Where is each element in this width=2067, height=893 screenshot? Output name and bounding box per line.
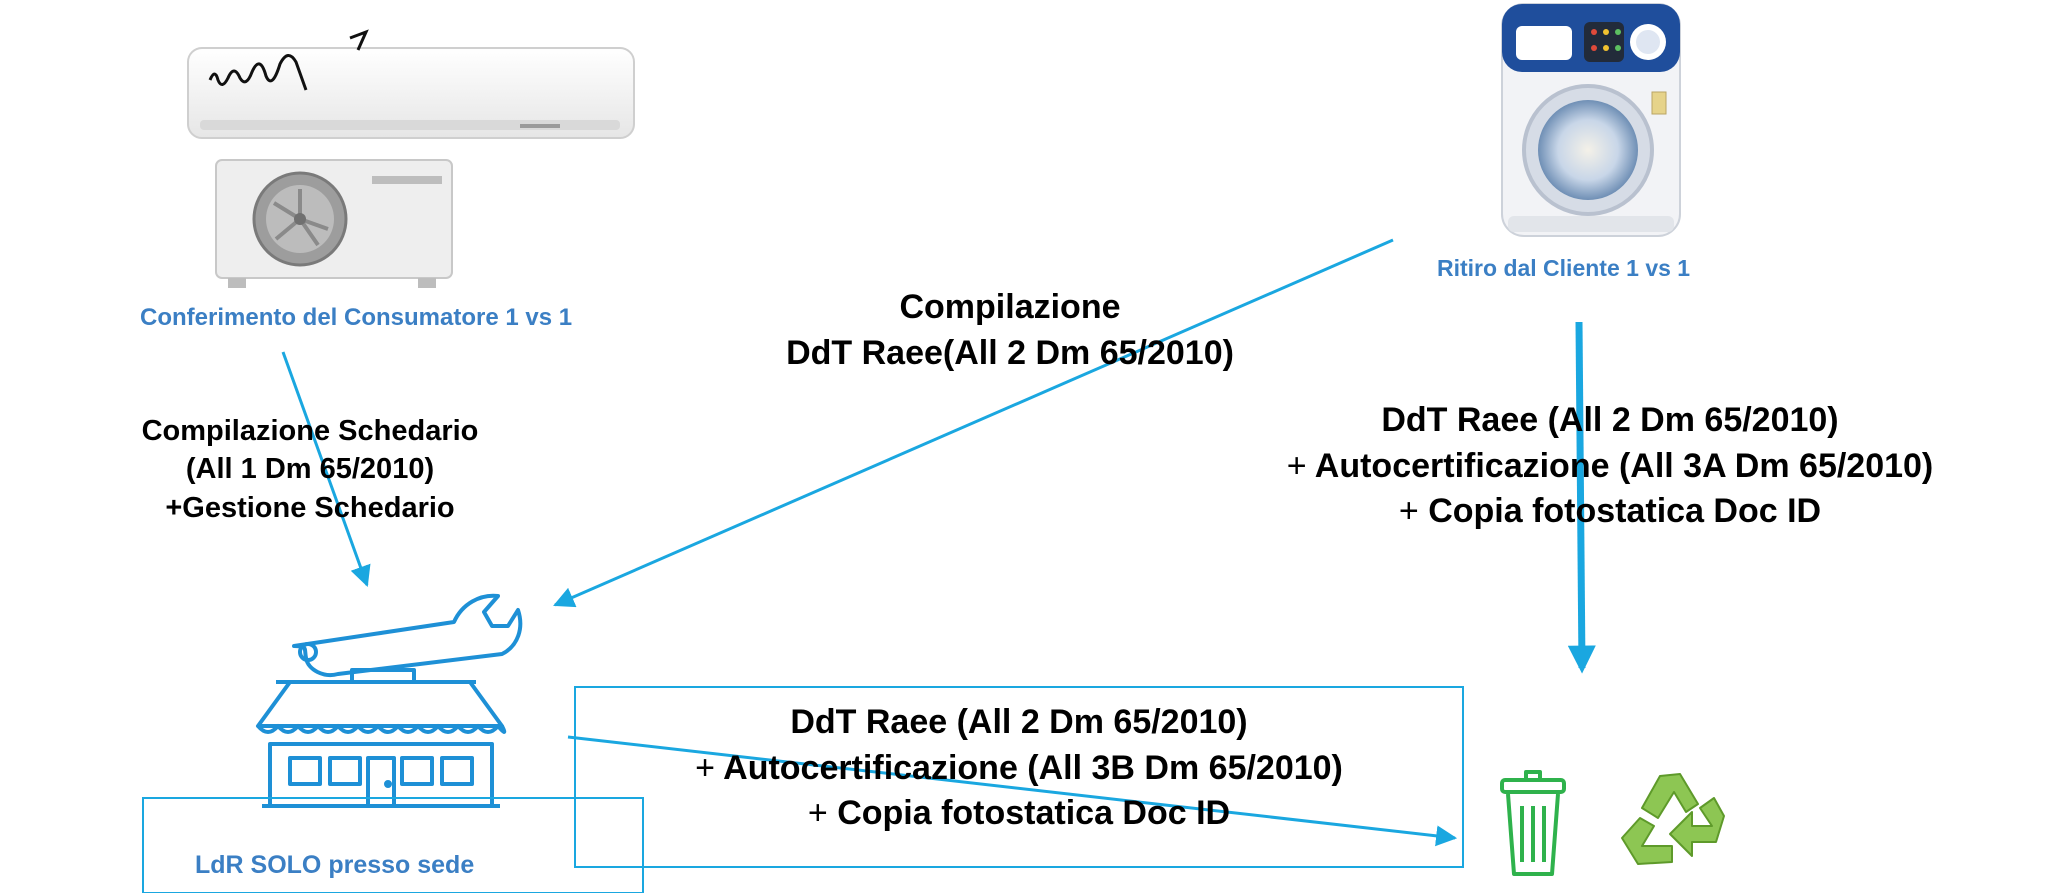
left-flow-text: Compilazione Schedario (All 1 Dm 65/2010… (70, 412, 550, 527)
arrow-customer-to-recycling (1567, 321, 1596, 674)
arrow-customer-to-shop (553, 238, 1394, 608)
customer-caption: Ritiro dal Cliente 1 vs 1 (1437, 255, 1691, 281)
right-flow-line3: Copia fotostatica Doc ID (1428, 492, 1822, 531)
washing-machine-icon (1501, 3, 1681, 237)
left-flow-line2: (All 1 Dm 65/2010) (185, 453, 435, 486)
center-flow-text: Compilazione DdT Raee(All 2 Dm 65/2010) (690, 285, 1330, 376)
right-flow-text: DdT Raee (All 2 Dm 65/2010) + Autocertif… (1180, 398, 2040, 535)
bottom-flow-line3: Copia fotostatica Doc ID (837, 794, 1231, 833)
bottom-flow-plus3: + (807, 794, 828, 833)
bottom-flow-line2: Autocertificazione (All 3B Dm 65/2010) (723, 748, 1343, 787)
bottom-flow-plus2: + (695, 748, 715, 787)
left-flow-line1: Compilazione Schedario (141, 415, 479, 447)
air-conditioner-icon (187, 29, 635, 288)
right-flow-plus2: + (1286, 446, 1307, 485)
shop-caption: LdR SOLO presso sede (195, 851, 475, 879)
right-flow-line1: DdT Raee (All 2 Dm 65/2010) (1381, 401, 1839, 439)
recycle-icon (1621, 773, 1725, 865)
arrow-consumer-to-shop (281, 351, 371, 587)
trash-bin-icon (1500, 770, 1566, 876)
consumer-caption: Conferimento del Consumatore 1 vs 1 (140, 304, 573, 331)
right-flow-line2: Autocertificazione (All 3A Dm 65/2010) (1314, 446, 1934, 485)
bottom-flow-box (574, 686, 1464, 868)
center-flow-line2: DdT Raee(All 2 Dm 65/2010) (786, 333, 1234, 372)
repair-shop-icon (256, 593, 523, 808)
shop-caption-box (142, 797, 644, 893)
right-flow-plus3: + (1398, 492, 1419, 531)
center-flow-line1: Compilazione (899, 288, 1121, 326)
bottom-flow-text: DdT Raee (All 2 Dm 65/2010) + Autocertif… (577, 700, 1461, 837)
left-flow-line3: +Gestione Schedario (165, 491, 455, 524)
bottom-flow-line1: DdT Raee (All 2 Dm 65/2010) (790, 703, 1248, 741)
arrow-shop-to-recycling (567, 735, 1458, 847)
